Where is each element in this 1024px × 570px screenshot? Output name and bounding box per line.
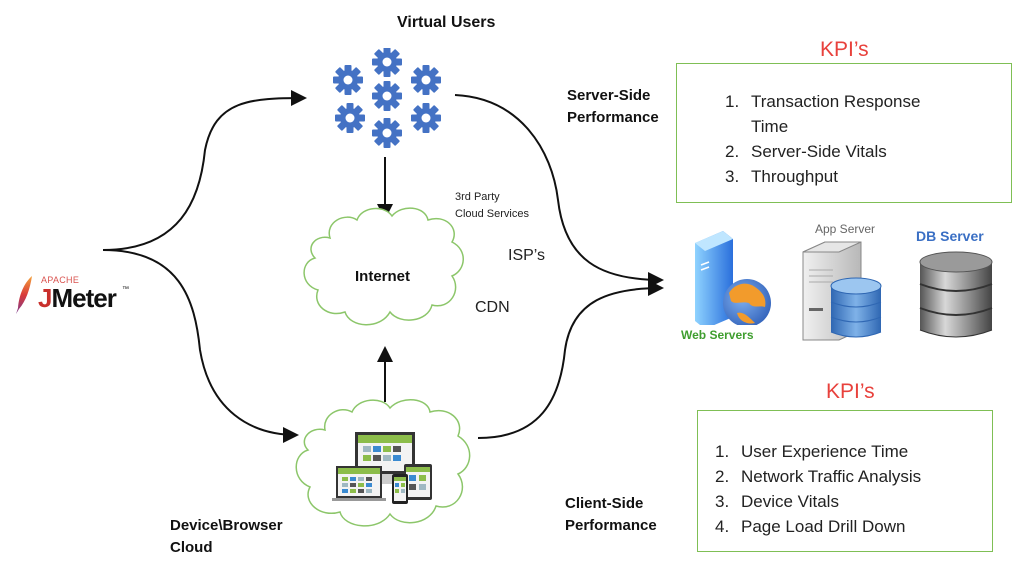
gear-icon (372, 118, 402, 148)
gear-icon (372, 48, 402, 77)
web-server-icon (695, 231, 771, 325)
database-icon (919, 251, 993, 338)
device-browser-cloud-label: Device\Browser Cloud (170, 517, 283, 556)
db-server-label: DB Server (916, 228, 984, 244)
kpi-item-continuation: Time (751, 117, 789, 136)
gears-icon (333, 48, 441, 148)
server-kpi-box: 1.Transaction Response Time 2.Server-Sid… (676, 63, 1012, 203)
gear-icon (372, 81, 402, 111)
client-kpi-box: 1.User Experience Time 2.Network Traffic… (697, 410, 993, 552)
arrow-jmeter-to-devices (102, 249, 299, 443)
internet-cloud-icon (303, 207, 464, 326)
app-server: App Server (795, 222, 890, 347)
third-party-label: 3rd Party Cloud Services (455, 191, 529, 220)
feather-icon (16, 276, 32, 314)
gear-icon (411, 65, 441, 95)
db-server: DB Server (912, 228, 1012, 346)
gear-icon (335, 103, 365, 133)
virtual-users-title: Virtual Users (397, 14, 496, 31)
gear-icon (411, 103, 441, 133)
web-server: Web Servers (675, 225, 775, 345)
logo-product: JMeter (38, 283, 117, 313)
arrow-devices-to-servers (477, 280, 664, 439)
kpi-item: 1.Transaction Response (725, 92, 921, 111)
app-server-icon (802, 241, 882, 341)
client-kpi-title: KPI’s (826, 380, 875, 403)
cdn-label: CDN (475, 299, 510, 316)
client-side-performance-label: Client-Side Performance (565, 495, 657, 534)
logo-vendor: APACHE (41, 275, 80, 285)
kpi-item: 3.Throughput (725, 167, 838, 186)
server-side-performance-label: Server-Side Performance (567, 87, 659, 126)
web-servers-label: Web Servers (681, 328, 754, 342)
kpi-item: 2.Network Traffic Analysis (715, 467, 922, 486)
devices-icon (332, 432, 432, 504)
arrow-users-to-servers (454, 94, 664, 288)
app-server-label: App Server (815, 222, 876, 236)
gear-icon (333, 65, 363, 95)
isp-label: ISP’s (508, 247, 546, 264)
server-kpi-list: 1.Transaction Response Time 2.Server-Sid… (725, 89, 920, 189)
jmeter-logo: APACHE JMeter ™ (14, 273, 134, 317)
server-kpi-title: KPI’s (820, 38, 869, 61)
arrow-jmeter-to-users (102, 90, 307, 251)
kpi-item: 3.Device Vitals (715, 492, 839, 511)
client-kpi-list: 1.User Experience Time 2.Network Traffic… (715, 439, 921, 539)
logo-trademark: ™ (122, 286, 129, 293)
kpi-item: 1.User Experience Time (715, 442, 909, 461)
internet-label: Internet (355, 268, 411, 285)
kpi-item: 4.Page Load Drill Down (715, 517, 906, 536)
kpi-item: 2.Server-Side Vitals (725, 142, 887, 161)
